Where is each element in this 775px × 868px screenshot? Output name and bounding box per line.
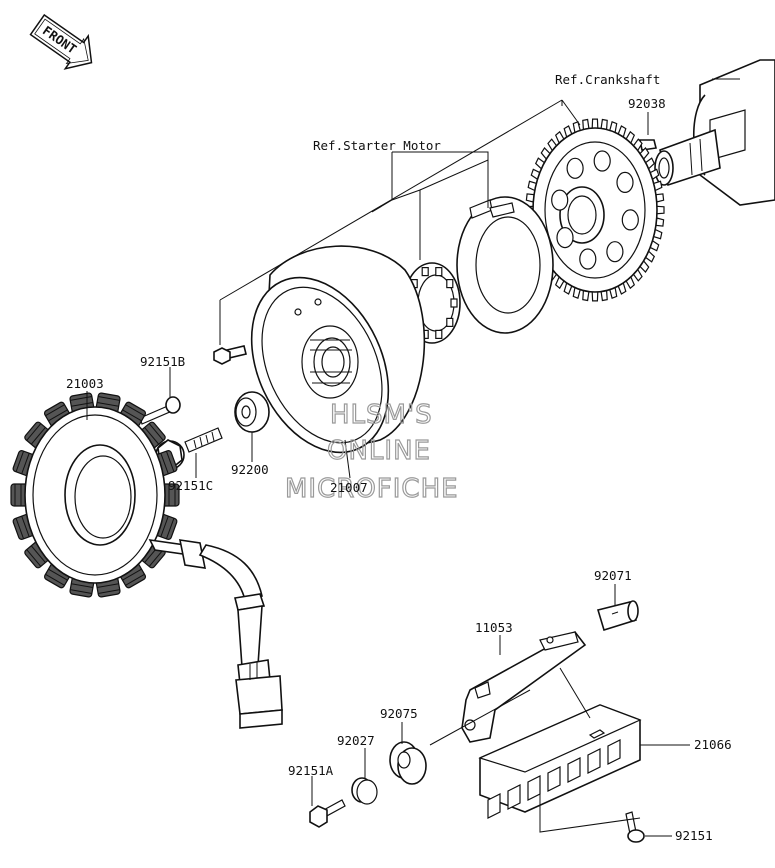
part-label-92071: 92071: [594, 568, 632, 583]
part-label-92027: 92027: [337, 733, 375, 748]
gear-hole: [593, 150, 611, 172]
part-label-92151C: 92151C: [168, 478, 213, 493]
gear-hole: [566, 157, 584, 179]
stator-21003: [10, 392, 283, 729]
part-label-92151: 92151: [675, 828, 713, 843]
crankshaft-illustration: [654, 59, 775, 206]
regulator-21066: [478, 704, 642, 819]
part-label-21003: 21003: [66, 376, 104, 391]
heat-sink-fin: [507, 784, 521, 810]
gear-hole: [556, 227, 574, 249]
cap-92071: [596, 600, 639, 632]
key-92038: [639, 139, 657, 151]
heat-sink-fin: [567, 757, 581, 783]
part-label-92075: 92075: [380, 706, 418, 721]
starter-gear: [525, 118, 665, 302]
bolt-92151B: [213, 345, 247, 365]
clutch-roller: [421, 267, 429, 277]
part-label-92151B: 92151B: [140, 354, 185, 369]
gear-tooth: [591, 291, 599, 302]
gear-hole: [551, 189, 569, 211]
part-label-21066: 21066: [694, 737, 732, 752]
clutch-roller: [435, 329, 443, 339]
gear-hole: [606, 241, 624, 263]
bolt-92151A: [309, 799, 346, 828]
part-label-92200: 92200: [231, 462, 269, 477]
clutch-roller: [435, 267, 443, 277]
part-label-92038: 92038: [628, 96, 666, 111]
clutch-roller: [446, 317, 454, 327]
watermark-line-2: ONLINE: [327, 436, 431, 466]
watermark: HLSM'S ONLINE MICROFICHE: [284, 399, 459, 504]
thrust-plate: [456, 196, 554, 334]
gear-hole: [579, 248, 597, 270]
gear-hole: [616, 171, 634, 193]
gear-hole: [621, 209, 639, 231]
heat-sink-fin: [547, 766, 561, 792]
bracket-11053: [461, 630, 587, 743]
collar-92027: [351, 777, 378, 805]
watermark-line-3: MICROFICHE: [285, 474, 459, 504]
heat-sink-fin: [607, 739, 621, 765]
rotor-21007: [250, 245, 426, 454]
clutch-roller: [450, 298, 458, 308]
heat-sink-fin: [487, 793, 501, 819]
part-label-11053: 11053: [475, 620, 513, 635]
part-label-92151A: 92151A: [288, 763, 334, 778]
clutch-roller: [446, 279, 454, 289]
gear-tooth: [656, 205, 665, 215]
bolt-92151: [625, 811, 645, 843]
front-arrow-badge: FRONT: [29, 13, 93, 70]
grommet-92075: [389, 741, 427, 785]
gear-tooth: [591, 118, 599, 129]
stator-bolt: [139, 396, 181, 425]
washer-92200: [234, 391, 270, 433]
watermark-line-1: HLSM'S: [330, 400, 433, 430]
leader-lines: [86, 78, 740, 837]
ref-starter-motor-label: Ref.Starter Motor: [313, 138, 441, 153]
part-label-21007: 21007: [330, 480, 368, 495]
ref-crankshaft-label: Ref.Crankshaft: [555, 72, 660, 87]
heat-sink-fin: [587, 748, 601, 774]
